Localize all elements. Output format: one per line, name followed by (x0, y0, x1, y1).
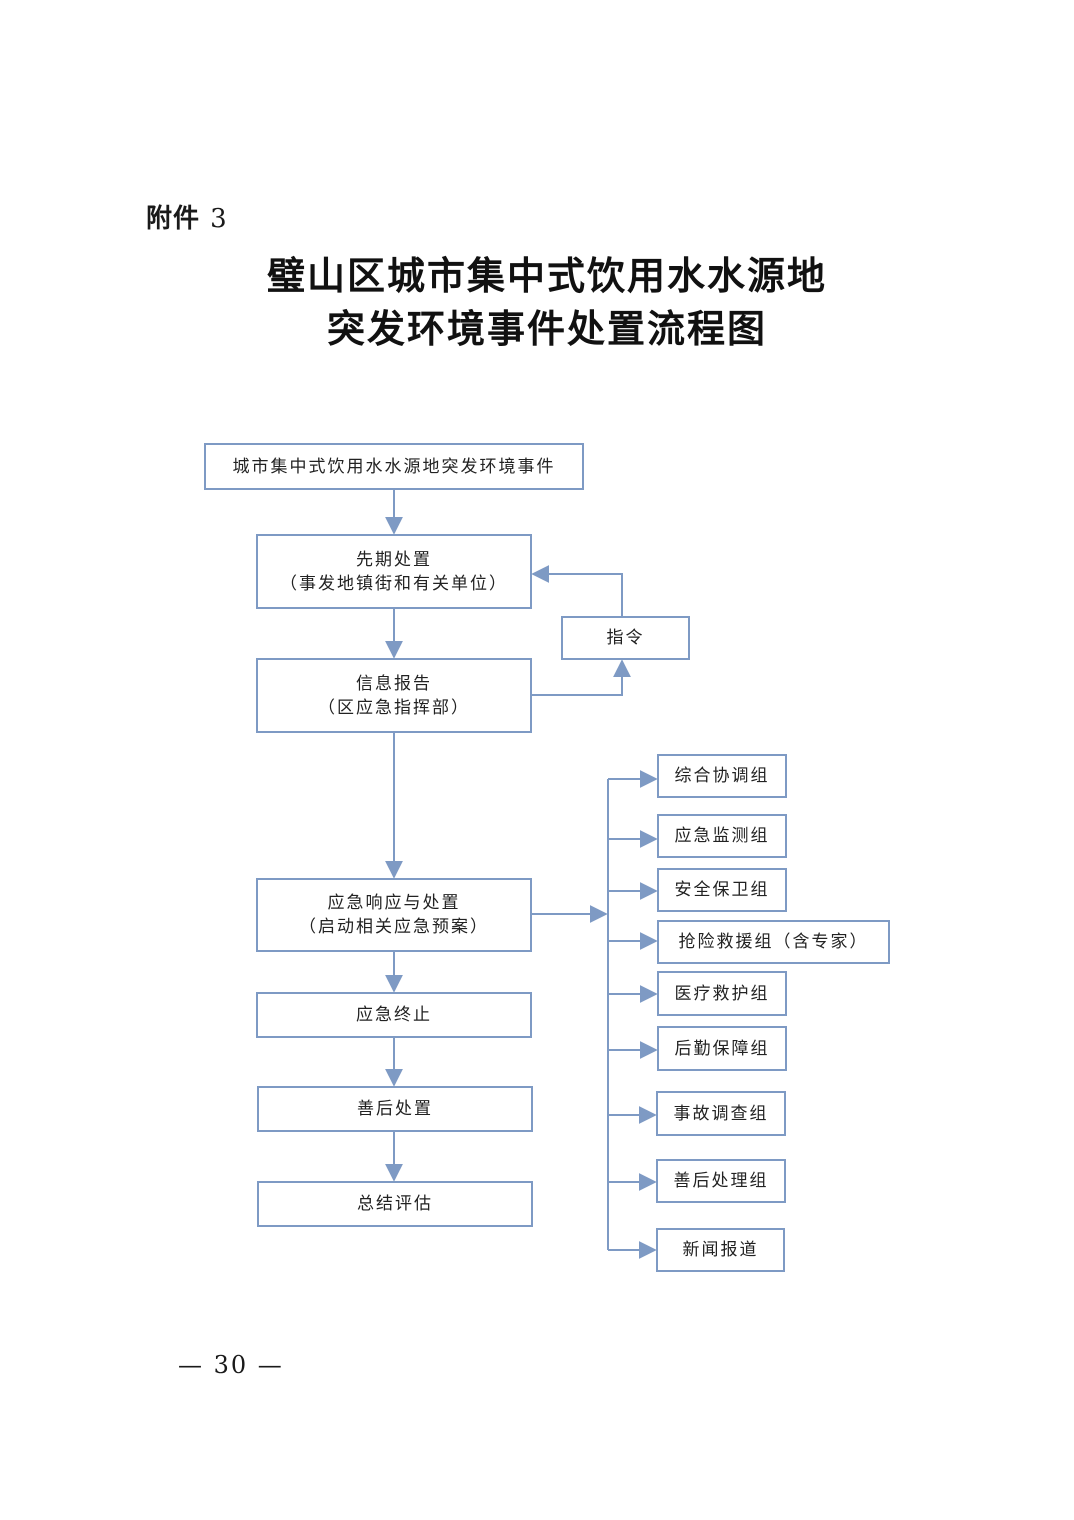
attachment-number: 3 (210, 204, 228, 234)
evaluation-box: 总结评估 (257, 1181, 533, 1227)
emergency-termination-box: 应急终止 (256, 992, 532, 1038)
aftermath-box: 善后处置 (257, 1086, 533, 1132)
group-label: 抢险救援组（含专家） (678, 932, 869, 952)
arrow-report-to-command (531, 659, 631, 696)
group-label: 善后处理组 (673, 1171, 769, 1191)
page-number: — 30 — (178, 1351, 284, 1379)
emergency-response-title: 应急响应与处置 (327, 893, 461, 913)
group-box: 应急监测组 (657, 814, 787, 858)
aftermath-text: 善后处置 (357, 1099, 433, 1119)
group-box: 综合协调组 (657, 754, 787, 798)
command-box: 指令 (561, 616, 690, 660)
group-box: 事故调查组 (656, 1091, 786, 1136)
command-text: 指令 (606, 628, 645, 648)
group-label: 新闻报道 (682, 1240, 759, 1260)
group-box: 善后处理组 (656, 1159, 786, 1203)
information-report-box: 信息报告 （区应急指挥部） (256, 658, 532, 733)
group-box: 新闻报道 (656, 1228, 785, 1272)
group-label: 综合协调组 (674, 766, 770, 786)
title-line-1: 璧山区城市集中式饮用水水源地 (266, 254, 827, 298)
group-label: 事故调查组 (673, 1103, 769, 1124)
group-box: 安全保卫组 (657, 868, 787, 912)
evaluation-text: 总结评估 (357, 1194, 433, 1214)
arrow-command-to-initial (531, 565, 623, 616)
group-box: 抢险救援组（含专家） (657, 920, 890, 964)
emergency-termination-text: 应急终止 (356, 1005, 432, 1025)
event-text: 城市集中式饮用水水源地突发环境事件 (232, 456, 556, 477)
event-box: 城市集中式饮用水水源地突发环境事件 (204, 443, 584, 490)
emergency-response-box: 应急响应与处置 （启动相关应急预案） (256, 878, 532, 952)
attachment-label: 附件 3 (146, 198, 228, 235)
information-report-title: 信息报告 (356, 673, 432, 694)
group-label: 后勤保障组 (674, 1038, 770, 1059)
emergency-response-subtitle: （启动相关应急预案） (299, 917, 489, 937)
group-label: 安全保卫组 (674, 880, 770, 900)
title-line-2: 突发环境事件处置流程图 (326, 307, 767, 351)
group-box: 医疗救护组 (657, 971, 787, 1016)
initial-response-box: 先期处置 （事发地镇街和有关单位） (256, 534, 532, 609)
initial-response-title: 先期处置 (356, 549, 432, 570)
group-label: 医疗救护组 (674, 983, 770, 1004)
attachment-text: 附件 (146, 204, 201, 234)
information-report-subtitle: （区应急指挥部） (318, 697, 470, 718)
group-label: 应急监测组 (674, 826, 770, 846)
initial-response-subtitle: （事发地镇街和有关单位） (280, 573, 508, 594)
group-box: 后勤保障组 (657, 1026, 787, 1071)
